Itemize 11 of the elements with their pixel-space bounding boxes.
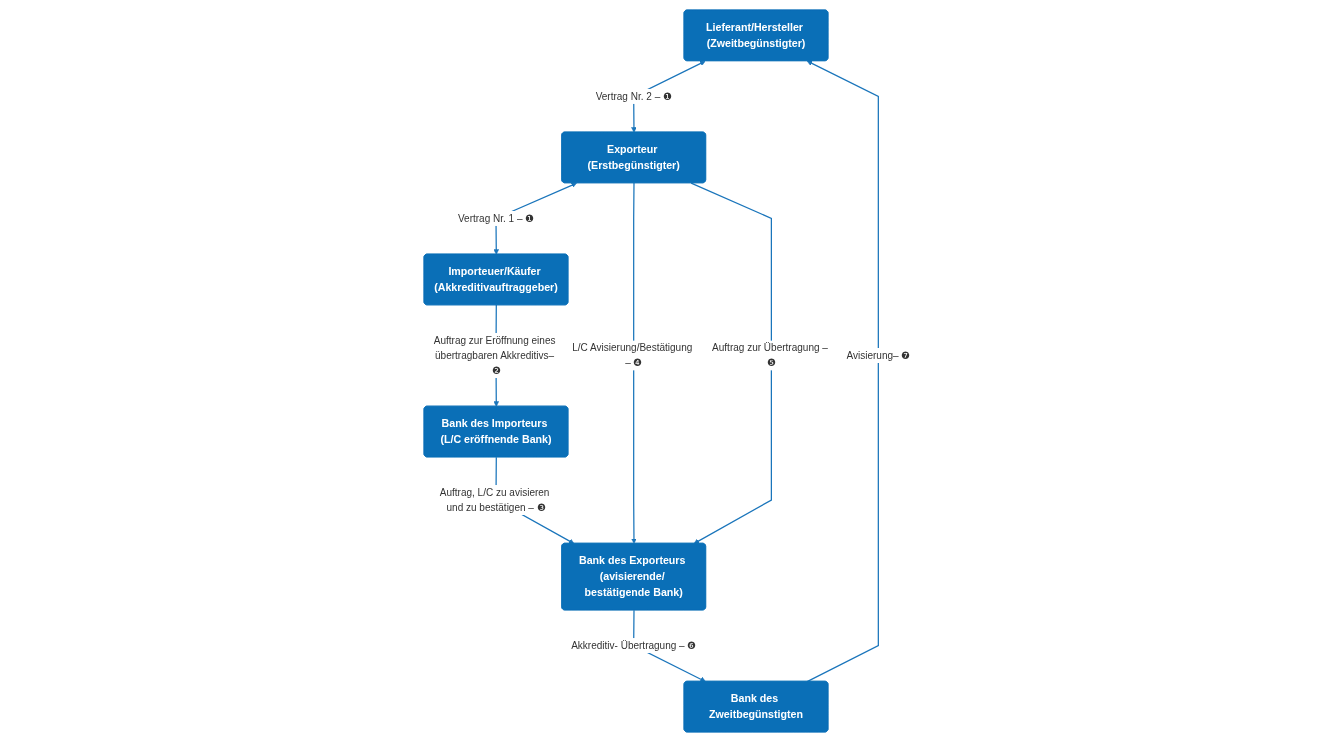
edge-label: Auftrag zur Übertragung – ❺ — [712, 342, 829, 369]
edge-label: Avisierung– ❼ — [846, 349, 911, 361]
edge-label: Auftrag, L/C zu avisieren und zu bestätigen – ❸ — [440, 486, 550, 513]
edge-label: L/C Avisierung/Bestätigung – ❹ — [572, 342, 693, 369]
edge-label: Akkreditiv- Übertragung – ❻ — [571, 639, 697, 651]
edge-label: Vertrag Nr. 2 – ❶ — [596, 90, 673, 102]
arrow — [631, 182, 638, 544]
arrow — [690, 182, 773, 544]
arrow — [806, 60, 880, 683]
edge-label: Vertrag Nr. 1 – ❶ — [458, 212, 535, 224]
edge-label: Auftrag zur Eröffnung eines übertragbaren Akkreditivs– ❷ — [434, 334, 556, 376]
